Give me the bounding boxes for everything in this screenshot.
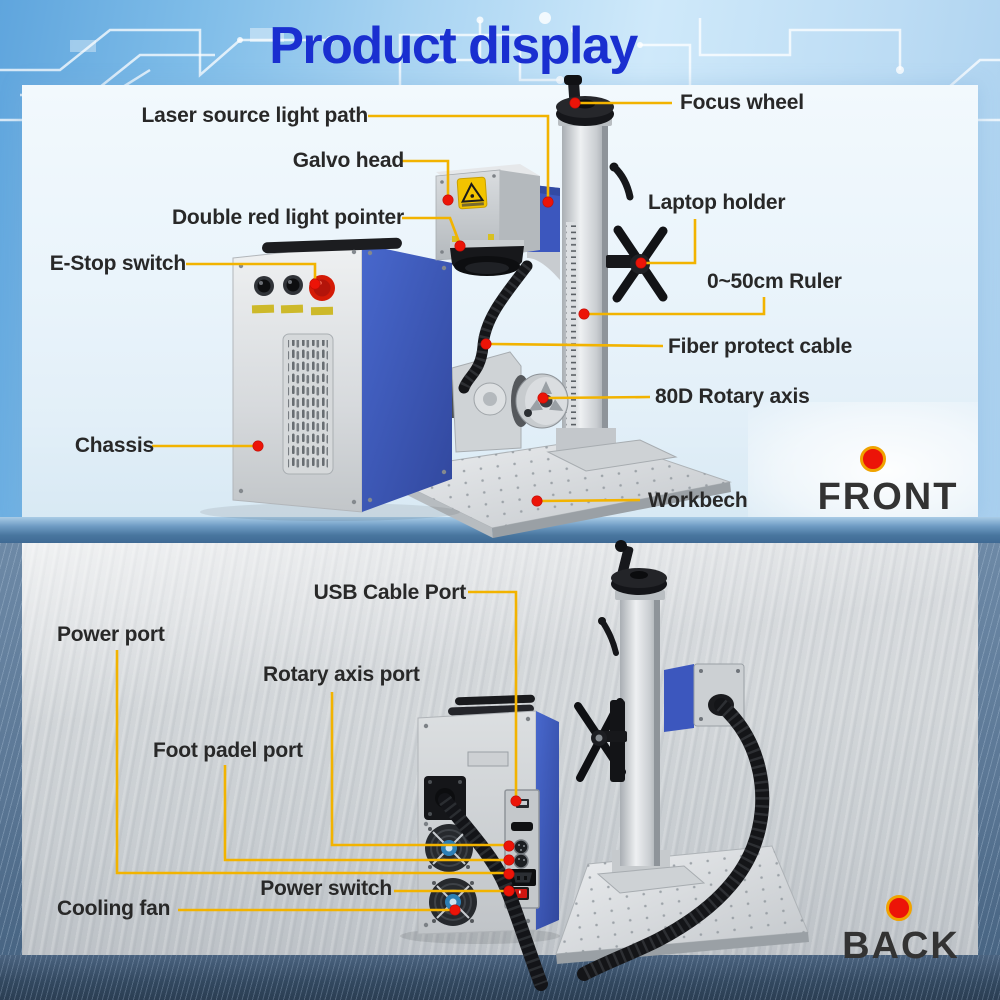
callout-dot-foot-pedal	[503, 854, 515, 866]
label-e-stop-switch: E-Stop switch	[49, 252, 186, 275]
back-clamp-lever	[598, 617, 619, 656]
chuck-jaws	[528, 381, 564, 411]
label-rotary-axis-port: Rotary axis port	[263, 663, 420, 686]
front-chassis	[200, 237, 460, 521]
callout-dot-focus-wheel	[569, 97, 581, 109]
callout-dot-galvo-head	[442, 194, 454, 206]
front-view-badge: FRONT	[800, 446, 976, 516]
callout-line-red-pointer	[402, 216, 461, 243]
front-column-base	[546, 428, 678, 472]
callout-dot-usb	[510, 795, 522, 807]
front-marker-dot	[860, 446, 886, 472]
callout-line-foot-pedal	[223, 765, 505, 862]
callout-dot-e-stop	[309, 278, 321, 290]
callout-line-laptop-holder	[645, 219, 697, 265]
galvo-head	[435, 164, 560, 280]
front-view-label: FRONT	[817, 476, 959, 518]
callout-dot-power-port	[503, 868, 515, 880]
label-power-switch: Power switch	[260, 877, 392, 900]
front-column	[558, 116, 612, 464]
ruler-strip	[566, 222, 576, 460]
fiber-cable-loop	[577, 698, 770, 981]
label-cooling-fan: Cooling fan	[57, 897, 171, 920]
lens-barrel	[450, 246, 524, 276]
callout-line-power-port	[115, 650, 505, 875]
laptop-holder-back	[574, 698, 627, 782]
label-80d-rotary-axis: 80D Rotary axis	[655, 385, 810, 408]
callout-dot-rotary-axis	[537, 392, 549, 404]
label-ruler: 0~50cm Ruler	[707, 270, 842, 293]
callout-dot-laptop-holder	[635, 257, 647, 269]
callout-line-workbench	[540, 498, 641, 503]
callout-dot-rotary-port	[503, 840, 515, 852]
label-galvo-head: Galvo head	[292, 149, 404, 172]
callout-line-laser-source	[368, 114, 550, 199]
bottom-dark-band	[0, 955, 1000, 1000]
callout-line-fiber-cable	[489, 342, 664, 348]
label-usb-cable-port: USB Cable Port	[313, 581, 467, 604]
label-foot-padel-port: Foot padel port	[153, 739, 303, 762]
label-focus-wheel: Focus wheel	[680, 91, 804, 114]
power-inlet	[509, 869, 536, 886]
label-laptop-holder: Laptop holder	[648, 191, 786, 214]
back-marker-dot	[886, 895, 912, 921]
label-laser-source-light-path: Laser source light path	[141, 104, 369, 127]
back-view-badge: BACK	[838, 895, 964, 965]
front-machine	[200, 75, 732, 538]
label-power-port: Power port	[57, 623, 165, 646]
vent-grille	[282, 333, 334, 475]
aux-port	[511, 822, 533, 831]
column-clamp-lever	[609, 162, 634, 201]
callout-dot-cooling-fan	[449, 904, 461, 916]
callout-line-galvo-head	[402, 159, 450, 197]
back-cable	[438, 793, 548, 991]
page-title: Product display	[269, 17, 638, 75]
callout-line-usb	[468, 590, 518, 798]
chassis-screws	[238, 249, 447, 505]
label-fiber-protect-cable: Fiber protect cable	[668, 335, 853, 358]
callout-line-rotary-axis	[546, 395, 651, 400]
name-plate	[467, 751, 509, 767]
front-panel-knobs	[254, 275, 303, 296]
label-double-red-light-pointer: Double red light pointer	[171, 206, 404, 229]
back-focus-wheel	[611, 540, 667, 595]
callout-dot-laser-source	[542, 196, 554, 208]
callout-dot-power-switch	[503, 885, 515, 897]
callout-dot-red-pointer	[454, 240, 466, 252]
callout-line-e-stop	[186, 262, 317, 281]
rotary-axis-connector	[513, 839, 529, 855]
callout-dot-fiber-cable	[480, 338, 492, 350]
warning-stickers	[251, 304, 334, 316]
callout-dot-ruler	[578, 308, 590, 320]
label-chassis: Chassis	[74, 434, 154, 457]
callout-line-ruler	[588, 297, 766, 316]
label-workbench: Workbech	[648, 489, 748, 512]
lens-plate	[450, 240, 524, 248]
callout-dot-chassis	[252, 440, 264, 452]
callout-line-rotary-port	[330, 692, 505, 847]
laser-warning-label	[456, 176, 488, 210]
back-machine	[400, 540, 809, 991]
ports-panel	[504, 789, 540, 909]
callout-dot-workbench	[531, 495, 543, 507]
carry-handle	[262, 237, 402, 254]
back-view-label: BACK	[842, 925, 960, 967]
